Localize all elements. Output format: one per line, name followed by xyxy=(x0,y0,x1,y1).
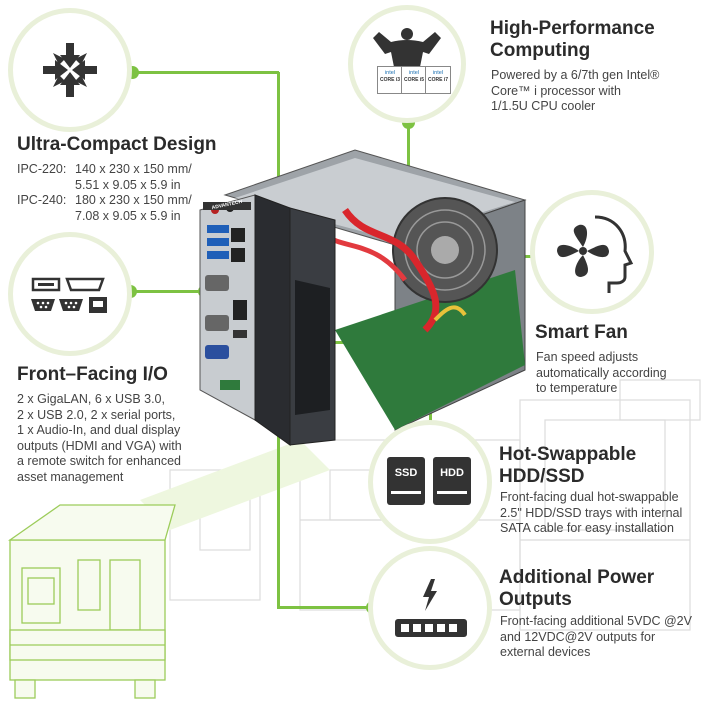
power-icon-circle xyxy=(368,546,492,670)
power-title: Additional Power Outputs xyxy=(499,567,655,610)
power-strip-icon xyxy=(395,579,467,637)
arrows-inward-icon xyxy=(43,43,97,97)
io-title: Front–Facing I/O xyxy=(17,364,168,385)
connector-line xyxy=(277,72,280,212)
ssd-hdd-icon xyxy=(387,457,471,505)
smart-fan-description: Fan speed adjusts automatically accordin… xyxy=(536,350,667,395)
io-description: 2 x GigaLAN, 6 x USB 3.0, 2 x USB 2.0, 2… xyxy=(17,392,182,484)
fan-head-icon xyxy=(557,215,634,293)
connector-line xyxy=(130,290,205,293)
spec-row-ipc240: IPC-240: 180 x 230 x 150 mm/ xyxy=(17,193,192,207)
compact-design-specs: IPC-220: 140 x 230 x 150 mm/ 5.51 x 9.05… xyxy=(17,162,257,224)
spec-row-ipc220: IPC-220: 140 x 230 x 150 mm/ xyxy=(17,162,192,176)
ipc-chassis-illustration xyxy=(199,149,527,446)
storage-icon-circle: SSD HDD xyxy=(368,420,492,544)
computing-title: High-Performance Computing xyxy=(490,18,655,61)
strongman-icon xyxy=(373,28,441,72)
smart-fan-icon-circle xyxy=(530,190,654,314)
hdd-label: HDD xyxy=(440,467,464,479)
compact-design-icon-circle xyxy=(8,8,132,132)
storage-description: Front-facing dual hot-swappable 2.5" HDD… xyxy=(500,490,683,535)
io-icon-circle xyxy=(8,232,132,356)
power-description: Front-facing additional 5VDC @2V and 12V… xyxy=(500,614,692,659)
connector-line xyxy=(277,420,280,608)
connector-line xyxy=(132,71,279,74)
computing-description: Powered by a 6/7th gen Intel® Core™ i pr… xyxy=(491,68,660,113)
connector-line xyxy=(407,122,410,204)
compact-design-title: Ultra-Compact Design xyxy=(17,134,217,155)
connector-line xyxy=(277,606,373,609)
ssd-label: SSD xyxy=(394,467,418,479)
ports-icon xyxy=(31,277,107,313)
smart-fan-title: Smart Fan xyxy=(535,322,628,343)
storage-title: Hot-Swappable HDD/SSD xyxy=(499,444,637,487)
